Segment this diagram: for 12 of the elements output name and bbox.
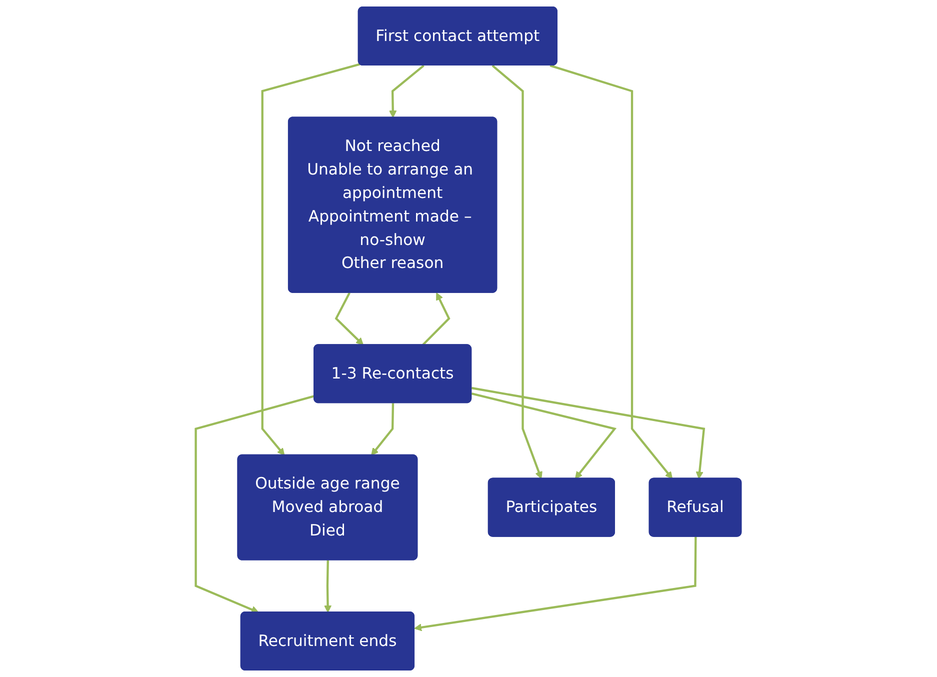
arrow: [261, 63, 360, 456]
arrow: [471, 386, 706, 480]
arrow: [422, 292, 450, 346]
arrow: [334, 292, 364, 346]
arrow: [471, 392, 617, 480]
arrow: [389, 64, 424, 118]
arrow: [371, 403, 394, 456]
arrow: [194, 395, 315, 614]
arrow: [324, 560, 332, 613]
arrow: [414, 536, 697, 632]
arrow: [492, 64, 542, 480]
arrow: [550, 64, 673, 480]
